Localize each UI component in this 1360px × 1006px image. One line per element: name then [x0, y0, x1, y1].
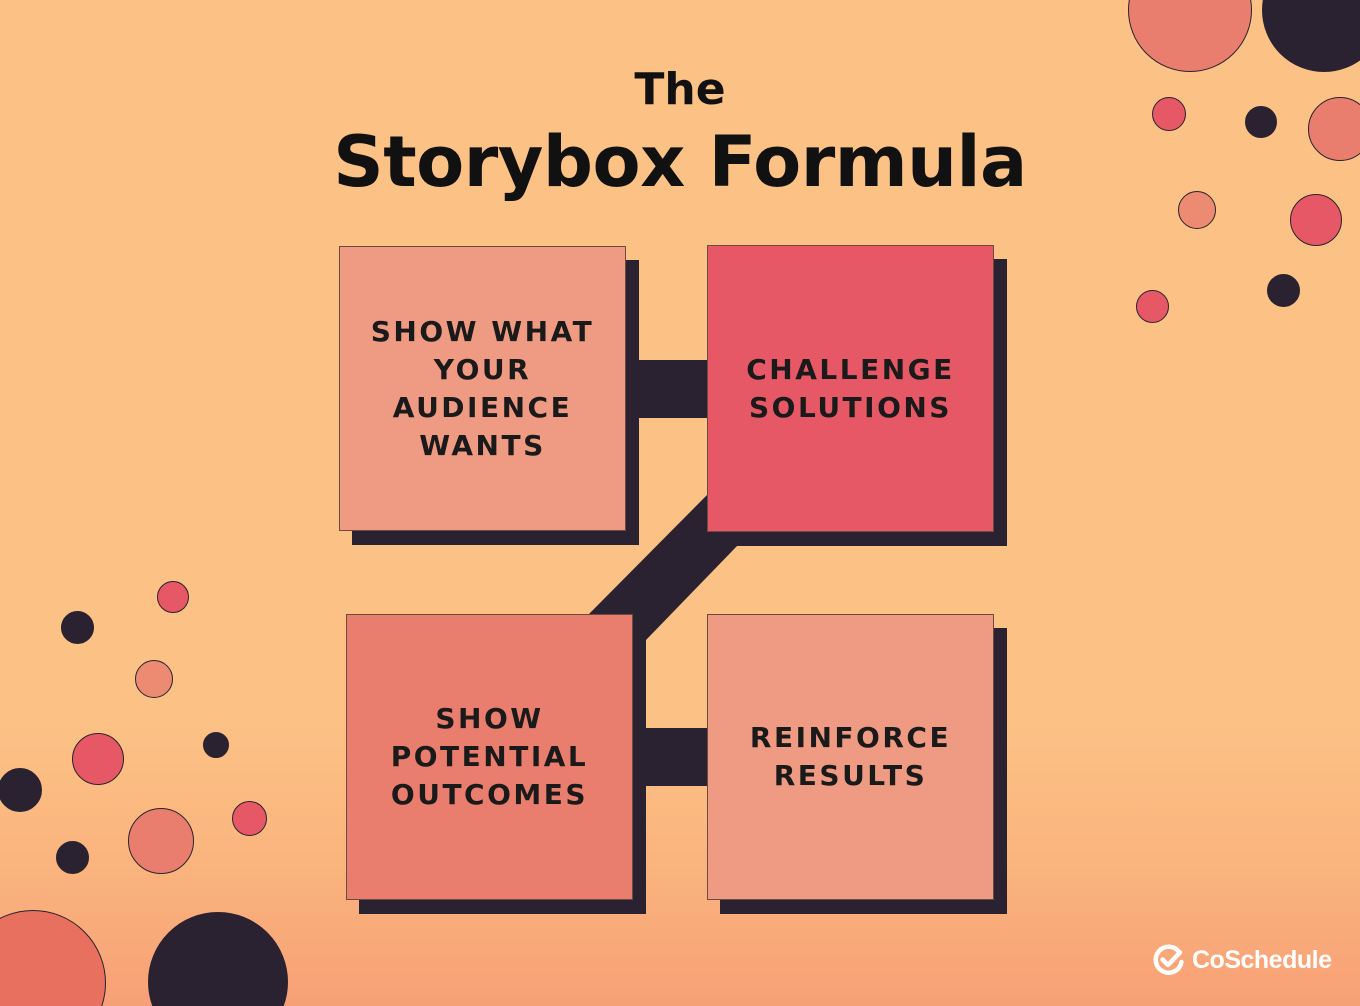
decor-dot [0, 768, 42, 812]
step-1-box: SHOW WHAT YOUR AUDIENCE WANTS [339, 246, 626, 531]
decor-dot [72, 733, 124, 785]
decor-dot [203, 732, 229, 758]
decor-dot [1245, 106, 1277, 138]
page-title: Storybox Formula [333, 121, 1027, 203]
decor-dot [1308, 97, 1360, 161]
decor-dot [56, 841, 89, 874]
title-line-1: The [634, 64, 726, 115]
decor-dot [135, 660, 173, 698]
decor-dot [61, 611, 94, 644]
decor-dot [1152, 97, 1186, 131]
step-3-box: SHOW POTENTIAL OUTCOMES [346, 614, 633, 900]
step-4-label: REINFORCE RESULTS [749, 721, 952, 792]
step-4-box: REINFORCE RESULTS [707, 614, 994, 900]
brand-name: CoSchedule [1192, 945, 1332, 974]
decor-dot [128, 808, 194, 874]
step-2-box: CHALLENGE SOLUTIONS [707, 245, 994, 532]
connector-top [626, 360, 710, 418]
step-3-label: SHOW POTENTIAL OUTCOMES [390, 702, 589, 811]
decor-dot [232, 801, 267, 836]
check-circle-icon [1153, 944, 1184, 975]
coschedule-logo: CoSchedule [1152, 943, 1332, 977]
step-1-label: SHOW WHAT YOUR AUDIENCE WANTS [370, 314, 595, 462]
decor-dot [1136, 290, 1169, 323]
step-2-label: CHALLENGE SOLUTIONS [746, 352, 955, 424]
decor-dot [157, 581, 189, 613]
decor-dot [1267, 274, 1300, 307]
decor-dot [1290, 194, 1342, 246]
decor-dot [1178, 191, 1216, 229]
